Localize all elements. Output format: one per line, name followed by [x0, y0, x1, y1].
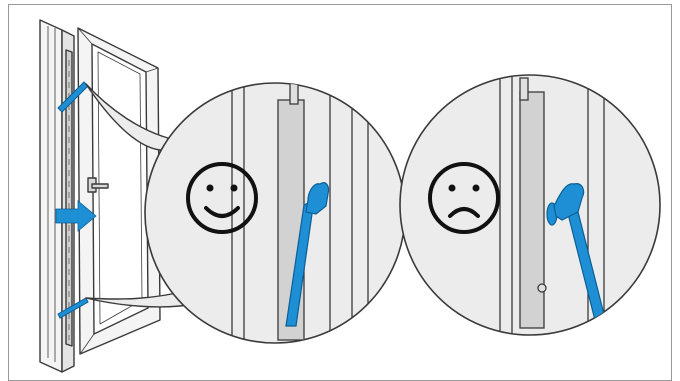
window-illustration	[40, 20, 160, 372]
